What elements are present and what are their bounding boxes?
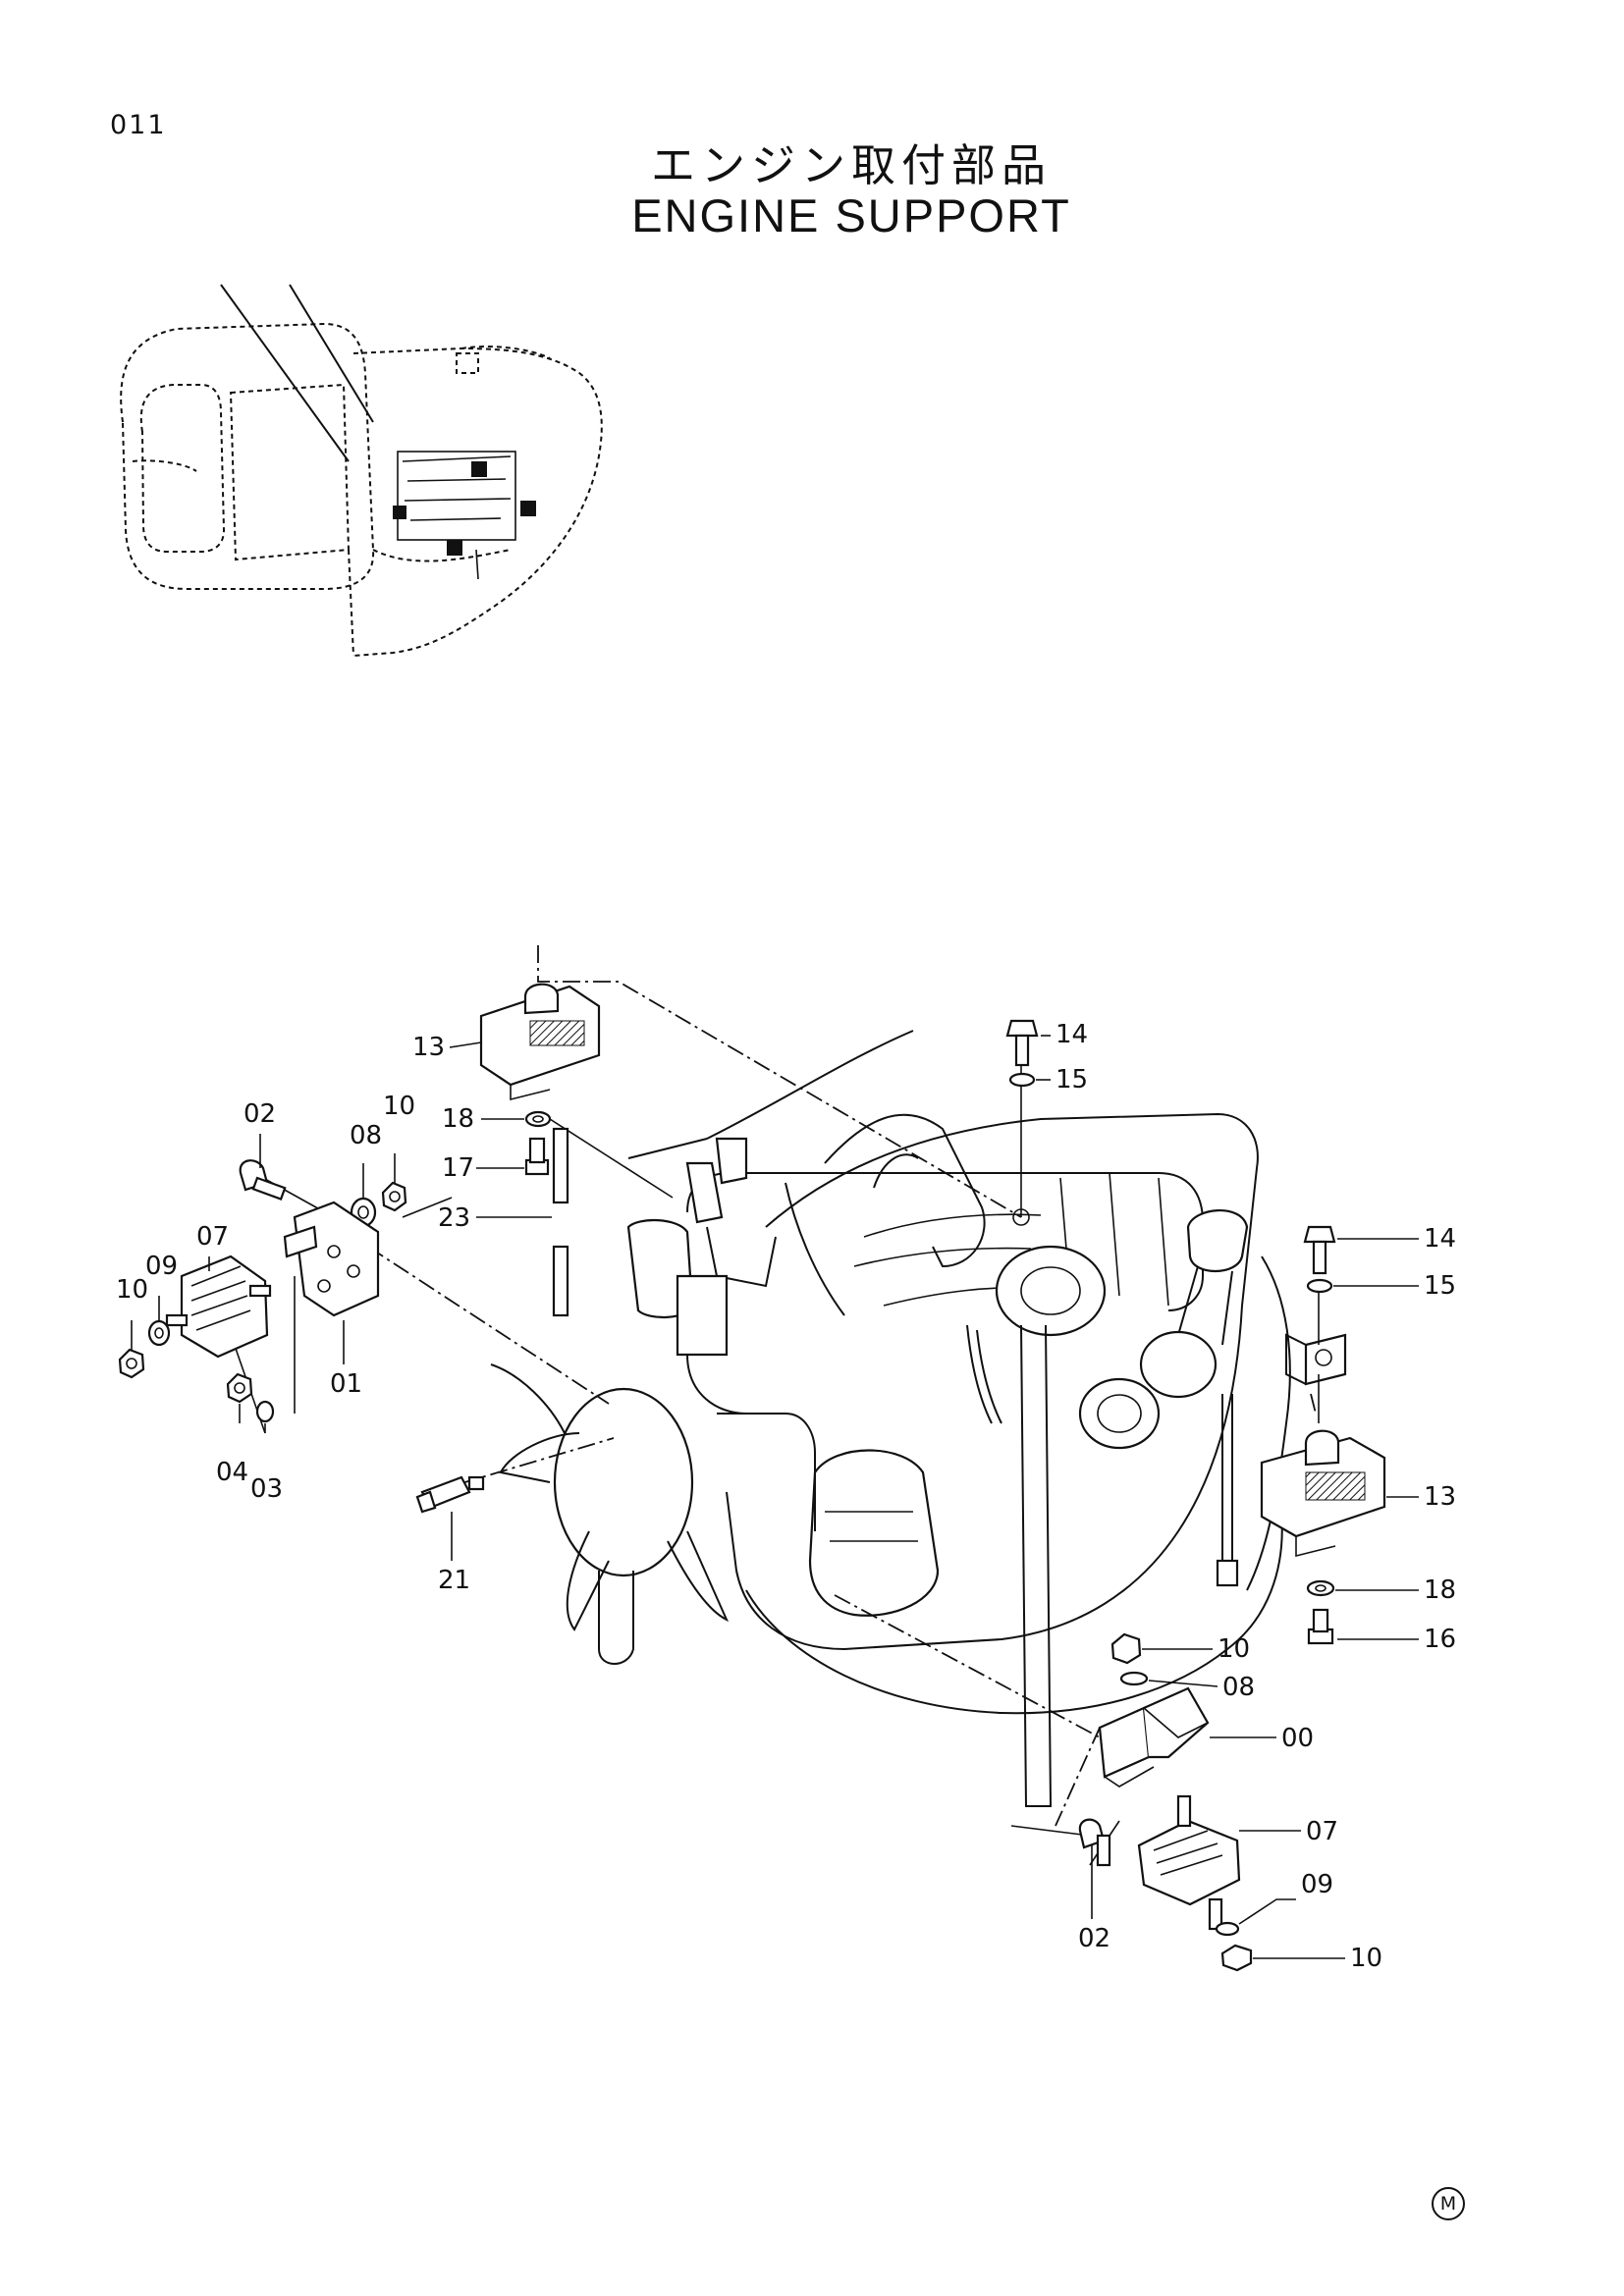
callout-08-br: 08 (1222, 1673, 1255, 1702)
callout-10-br-bottom: 10 (1350, 1944, 1382, 1973)
callout-13-right: 13 (1424, 1482, 1456, 1512)
callout-07-left: 07 (196, 1222, 229, 1252)
callout-18-right: 18 (1424, 1575, 1456, 1605)
callout-09-left: 09 (145, 1252, 178, 1281)
pipe-23 (552, 1127, 569, 1317)
washer-15-right (1306, 1278, 1333, 1294)
callout-02-left: 02 (244, 1099, 276, 1129)
engine-body (490, 1030, 1347, 1807)
manufacturer-mark: M (1432, 2187, 1465, 2220)
callout-14-right: 14 (1424, 1224, 1456, 1254)
nut-10-left-bottom (118, 1348, 145, 1379)
washer-03 (255, 1400, 275, 1423)
callout-21: 21 (438, 1566, 470, 1595)
callout-leaders (131, 1035, 1419, 1959)
callout-23: 23 (438, 1203, 470, 1233)
callout-14-top: 14 (1056, 1020, 1088, 1049)
callout-02-br: 02 (1078, 1924, 1110, 1953)
bolt-14-top (1005, 1019, 1039, 1067)
bolt-02-br (1078, 1818, 1111, 1867)
callout-18-top: 18 (442, 1104, 474, 1134)
washer-18-top (524, 1110, 552, 1128)
bolt-17 (524, 1137, 550, 1176)
washer-18-right (1306, 1579, 1335, 1597)
callout-16: 16 (1424, 1625, 1456, 1654)
nut-10-br-bottom (1220, 1944, 1253, 1972)
washer-09-br (1215, 1921, 1240, 1937)
engine-mount-rubber-13-top (479, 983, 601, 1101)
engine-mount-rubber-07-br (1137, 1794, 1241, 1931)
washer-09-left (147, 1319, 171, 1347)
engine-location-mini (393, 451, 536, 580)
callout-04: 04 (216, 1458, 248, 1487)
callout-15-top: 15 (1056, 1065, 1088, 1095)
callout-01: 01 (330, 1369, 362, 1399)
washer-08-br (1119, 1671, 1149, 1686)
washer-15-top (1008, 1072, 1036, 1088)
callout-13-top: 13 (412, 1033, 445, 1062)
engine-mount-rubber-13-right (1260, 1429, 1386, 1558)
page-number: 011 (110, 110, 167, 140)
callout-15-right: 15 (1424, 1271, 1456, 1301)
callout-10-br-top: 10 (1218, 1634, 1250, 1664)
bracket-00 (1098, 1686, 1210, 1788)
nut-10-br-top (1110, 1632, 1142, 1665)
nut-10-left-top (381, 1181, 407, 1212)
callout-labels: 13 18 17 23 14 15 14 15 13 18 16 02 10 0… (116, 1020, 1456, 1973)
engine-mount-rubber-07-left (165, 1255, 272, 1359)
callout-03: 03 (250, 1474, 283, 1504)
bracket-01 (283, 1201, 380, 1317)
callout-10-left-top: 10 (383, 1092, 415, 1121)
sensor-21 (415, 1475, 485, 1514)
title-japanese: エンジン取付部品 (650, 139, 1052, 191)
bolt-14-right (1303, 1225, 1336, 1275)
callout-08-left: 08 (350, 1121, 382, 1150)
excavator-overview-sketch (120, 284, 603, 657)
bolt-16 (1307, 1608, 1334, 1645)
callout-17: 17 (442, 1153, 474, 1183)
title-english: ENGINE SUPPORT (631, 189, 1071, 241)
callout-10-left-bottom: 10 (116, 1275, 148, 1305)
nut-04 (226, 1372, 253, 1404)
callout-09-br: 09 (1301, 1870, 1333, 1899)
bolt-02-left (239, 1159, 287, 1201)
callout-07-br: 07 (1306, 1817, 1338, 1846)
callout-00: 00 (1281, 1724, 1314, 1753)
